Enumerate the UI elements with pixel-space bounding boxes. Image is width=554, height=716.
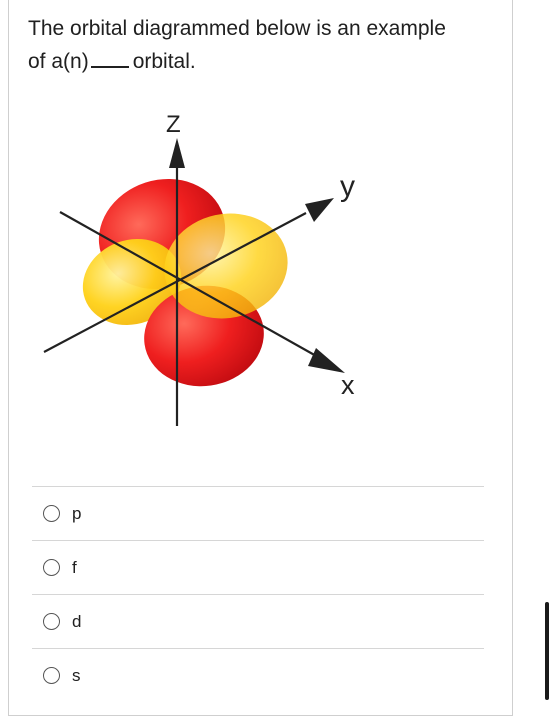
answer-blank <box>90 48 129 68</box>
scrollbar[interactable] <box>545 602 549 700</box>
option-label: p <box>72 503 82 523</box>
option-label: s <box>72 665 81 685</box>
option-d[interactable]: d <box>32 594 484 648</box>
option-f[interactable]: f <box>32 540 484 594</box>
question-line-1: The orbital diagrammed below is an examp… <box>28 17 446 40</box>
orbital-lobe-left-yellow <box>82 238 182 326</box>
option-s[interactable]: s <box>32 648 484 702</box>
question-text: The orbital diagrammed below is an examp… <box>28 12 488 78</box>
question-line-2-end: orbital. <box>132 50 196 73</box>
option-label: f <box>72 557 77 577</box>
option-label: d <box>72 611 82 631</box>
y-axis-label: y <box>340 170 355 203</box>
x-axis-label: x <box>341 370 355 400</box>
y-axis-arrow <box>305 198 334 222</box>
radio-button[interactable] <box>43 667 60 684</box>
answer-options: p f d s <box>32 486 484 702</box>
x-axis-arrow <box>308 348 345 373</box>
z-axis-arrow <box>169 138 185 168</box>
question-line-2: of a(n) orbital. <box>28 45 488 78</box>
question-line-2-start: of a(n) <box>28 50 89 73</box>
y-axis <box>43 212 307 353</box>
radio-button[interactable] <box>43 505 60 522</box>
radio-button[interactable] <box>43 613 60 630</box>
radio-button[interactable] <box>43 559 60 576</box>
z-axis-label: Z <box>166 111 181 138</box>
x-axis <box>59 211 319 358</box>
orbital-diagram: Z y x <box>43 111 355 426</box>
question-card <box>8 0 513 716</box>
option-p[interactable]: p <box>32 486 484 540</box>
